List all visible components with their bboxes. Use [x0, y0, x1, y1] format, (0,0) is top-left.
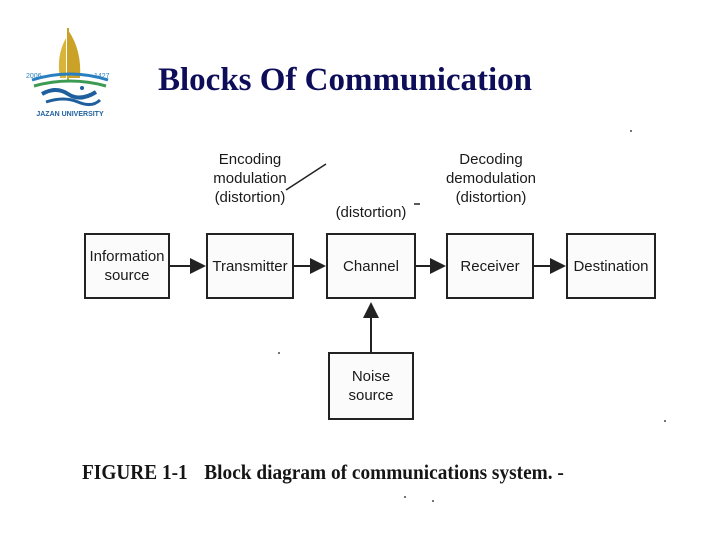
block-destination: Destination — [566, 233, 656, 299]
block-noise-source: Noise source — [328, 352, 414, 420]
scan-speck — [278, 352, 280, 354]
block-information-source: Information source — [84, 233, 170, 299]
scan-speck — [664, 420, 666, 422]
logo-year-left: 2006 — [26, 73, 42, 80]
annotation-pointer-transmitter — [285, 163, 327, 191]
block-receiver: Receiver — [446, 233, 534, 299]
logo-year-right: 1427 — [94, 73, 110, 80]
annotation-transmitter: Encoding modulation (distortion) — [213, 151, 287, 206]
block-channel: Channel — [326, 233, 416, 299]
annotation-channel: (distortion) — [335, 204, 407, 221]
figure-label: FIGURE 1-1 — [82, 460, 188, 484]
block-transmitter: Transmitter — [206, 233, 294, 299]
scan-speck — [630, 130, 632, 132]
annotation-receiver: Decoding demodulation (distortion) — [445, 151, 537, 206]
figure-caption-text: Block diagram of communications system. — [204, 460, 553, 484]
university-logo: 2006 1427 JAZAN UNIVERSITY — [26, 28, 110, 118]
logo-name: JAZAN UNIVERSITY — [36, 111, 104, 118]
scan-speck — [432, 500, 434, 502]
figure-caption: FIGURE 1-1 Block diagram of communication… — [82, 460, 564, 484]
slide-title: Blocks Of Communication — [158, 62, 533, 98]
scan-speck — [404, 496, 406, 498]
